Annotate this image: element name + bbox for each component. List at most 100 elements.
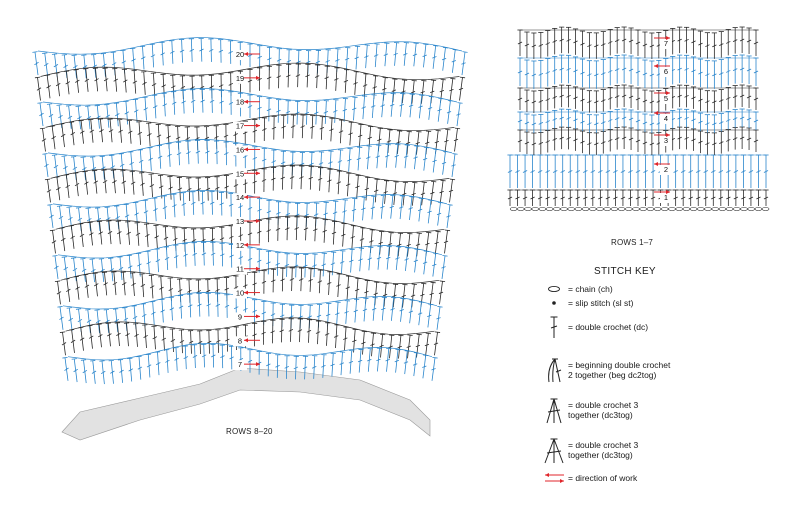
stitch-mark [711,90,717,113]
stitch-mark [103,309,110,333]
row-chain-line [47,139,453,157]
stitch-mark [718,89,724,112]
stitch-mark [579,112,586,132]
row-chain-line [65,317,435,335]
stitch-mark [69,329,76,353]
stitch-mark [285,216,291,241]
stitch-mark [199,89,205,113]
direction-arrow [244,242,260,247]
stitch-mark [711,60,717,89]
stitch-mark [649,32,655,59]
stitch-mark [438,280,446,305]
stitch-mark [64,278,71,302]
stitch-mark [112,308,119,333]
stitch-mark [385,348,392,372]
foundation-chain [538,207,547,211]
stitch-mark [80,258,87,282]
stitch-mark [350,225,357,249]
direction-arrow [654,91,670,95]
stitch-mark [173,244,179,269]
stitch-mark [44,178,52,203]
stitch-mark [342,98,349,122]
stitch-mark [159,41,165,66]
stitch-mark [399,93,406,117]
row-number-label: 13 [236,217,244,226]
stitch-mark [165,125,171,149]
stitch-mark [446,204,453,228]
stitch-mark [531,90,537,113]
stitch-mark [132,98,139,123]
stitch-mark [54,72,61,97]
stitch-mark [56,205,64,230]
stitch-mark [538,59,544,89]
stitch-mark [399,195,406,220]
stitch-mark [206,330,212,354]
row-number-bg [233,145,247,156]
stitch-mark [529,154,536,188]
stitch-mark [341,223,347,247]
row-number-bg [660,114,672,124]
stitch-mark [197,330,203,354]
stitch-mark [746,109,752,128]
stitch-mark [335,301,341,326]
row-number-label: 20 [236,50,244,59]
stitch-mark [324,65,330,90]
stitch-mark [545,130,551,153]
stitch-mark [297,318,303,343]
stitch-mark [441,150,449,175]
stitch-mark [73,172,80,197]
stitch-mark [123,203,130,228]
stitch-mark [157,174,164,199]
stitch-mark [289,304,295,329]
stitch-mark [677,84,683,108]
stitch-mark [252,119,258,143]
stitch-mark [319,116,325,140]
stitch-mark [703,189,709,206]
stitch-mark [405,130,412,155]
stitch-mark [66,307,73,332]
stitch-mark [586,132,593,155]
stitch-mark [572,56,579,85]
stitch-mark [321,252,327,277]
stitch-mark [210,242,216,266]
stitch-mark [614,27,620,54]
stitch-mark [57,306,64,330]
stitch-mark [182,243,188,267]
stitch-mark [565,84,572,108]
stitch-mark [680,154,686,188]
stitch-mark [54,280,62,305]
stitch-mark [560,154,566,188]
stitch-mark [179,75,186,100]
dc3tog-alt-icon [544,438,564,464]
stitch-mark [746,27,752,54]
stitch-mark [120,170,127,194]
stitch-mark [545,30,551,57]
stitch-mark [343,326,349,351]
stitch-mark [295,63,301,88]
stitch-mark [379,333,386,358]
stitch-mark [355,174,361,199]
stitch-mark [302,355,309,380]
stitch-mark [78,326,85,351]
stitch-mark [261,321,267,345]
stitch-mark [538,131,544,155]
stitch-mark [120,271,127,296]
stitch-mark [261,270,267,294]
stitch-mark [748,154,754,188]
stitch-mark [552,86,558,109]
stitch-mark [308,166,314,190]
row-number-bg [233,264,247,275]
stitch-mark [642,59,648,89]
key-label-direction: = direction of work [568,473,638,483]
stitch-mark [101,271,108,296]
stitch-mark [746,85,752,108]
stitch-mark [115,220,122,245]
stitch-mark [443,229,451,254]
row-number-bg [660,165,672,175]
stitch-mark [94,309,101,334]
stitch-mark [441,255,448,279]
stitch-mark [514,189,521,206]
stitch-mark [517,111,523,130]
stitch-mark [247,221,253,246]
foundation-chain [668,207,676,211]
